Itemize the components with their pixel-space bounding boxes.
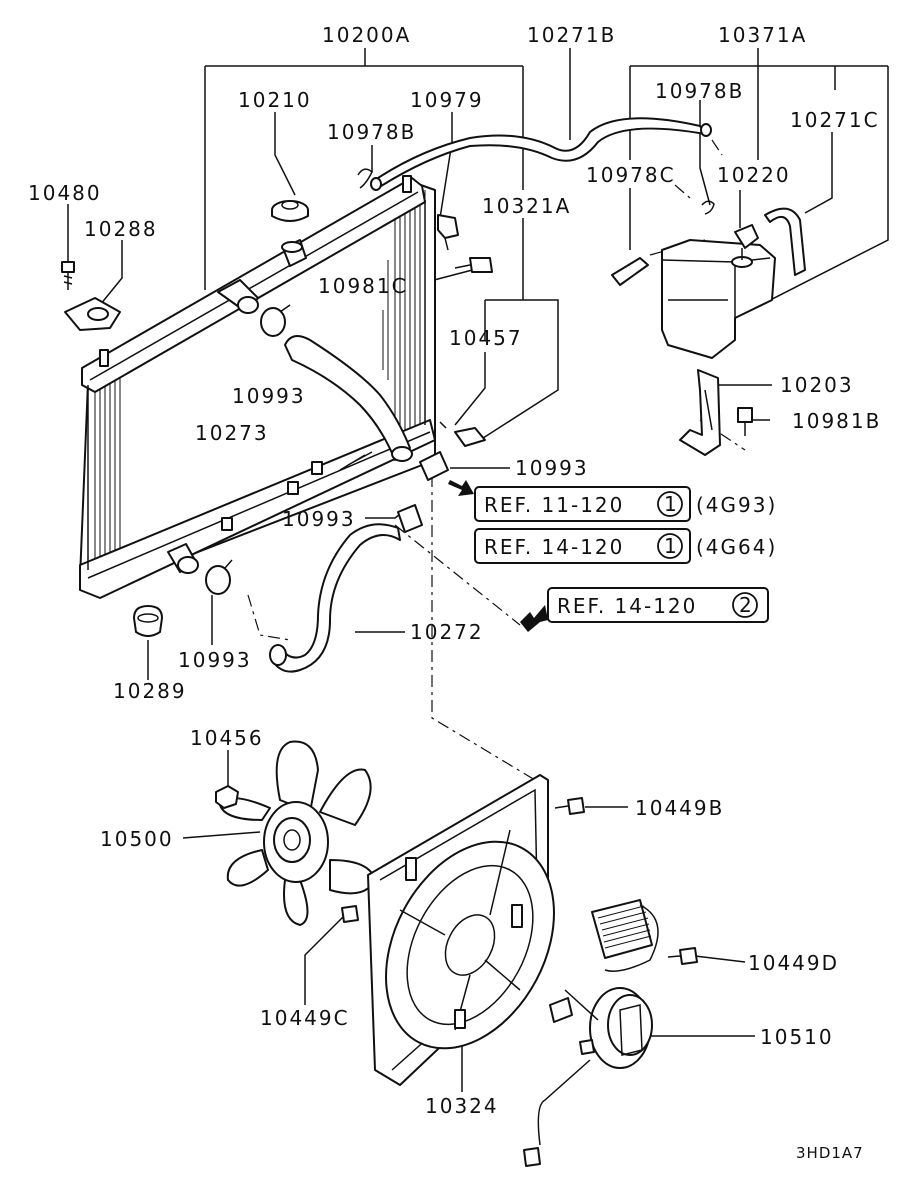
ref-circle-number: 2 — [739, 593, 754, 617]
label-10371A: 10371A — [718, 23, 807, 47]
reference-boxes: REF. 11-120 1 (4G93) REF. 14-120 1 (4G64… — [448, 480, 777, 632]
ref-box-14-120-1[interactable]: REF. 14-120 1 — [474, 528, 691, 564]
radiator — [79, 175, 436, 599]
label-10449B: 10449B — [635, 796, 724, 820]
ref-text: REF. 14-120 — [557, 594, 697, 618]
ref-box-14-120-2[interactable]: REF. 14-120 2 — [547, 587, 769, 623]
cooling-fan — [219, 740, 376, 926]
tank-hose — [764, 207, 806, 276]
lower-hose — [269, 523, 401, 673]
bolt-10480 — [61, 261, 75, 290]
label-10324: 10324 — [425, 1094, 499, 1118]
ref-arrow-1 — [448, 480, 474, 496]
label-10979: 10979 — [410, 88, 484, 112]
label-10978B-right: 10978B — [655, 79, 744, 103]
ref-text: REF. 11-120 — [484, 493, 624, 517]
bolt-10449C — [341, 905, 359, 923]
hose-clamp-mid — [419, 451, 449, 481]
label-10271B: 10271B — [527, 23, 616, 47]
label-10978C: 10978C — [586, 163, 676, 187]
fan-shroud — [367, 774, 555, 1086]
fan-nut — [215, 785, 239, 809]
label-10273: 10273 — [195, 421, 269, 445]
hose-clamp-upper — [260, 304, 291, 337]
drain-plug — [439, 421, 486, 447]
cushion — [133, 605, 163, 637]
ref-engine-4G93: (4G93) — [696, 493, 777, 517]
overflow-hose — [370, 117, 712, 191]
label-10272: 10272 — [410, 620, 484, 644]
label-10978B-left: 10978B — [327, 120, 416, 144]
ref-circle-number: 1 — [664, 534, 679, 558]
radiator-cap — [271, 200, 309, 222]
label-10480: 10480 — [28, 181, 102, 205]
label-10981C: 10981C — [318, 274, 408, 298]
label-10288: 10288 — [84, 217, 158, 241]
hose-clamp-10979 — [437, 214, 459, 251]
label-10203: 10203 — [780, 373, 854, 397]
label-10993-lower: 10993 — [282, 507, 356, 531]
label-10510: 10510 — [760, 1025, 834, 1049]
label-10993-upper: 10993 — [232, 384, 306, 408]
hose-clamp-lower — [397, 504, 423, 533]
hose-clip-left — [357, 168, 373, 189]
label-10993-radiator: 10993 — [178, 648, 252, 672]
label-10271C: 10271C — [790, 108, 880, 132]
label-10449C: 10449C — [260, 1006, 350, 1030]
ref-engine-4G64: (4G64) — [696, 535, 777, 559]
ref-box-11-120-1[interactable]: REF. 11-120 1 — [474, 486, 691, 522]
reserve-tank — [661, 224, 776, 359]
figure-code: 3HD1A7 — [796, 1144, 864, 1162]
label-10449D: 10449D — [748, 951, 839, 975]
label-10321A: 10321A — [482, 194, 571, 218]
mount-bushing — [64, 297, 121, 331]
ref-arrow-2 — [520, 605, 548, 632]
label-10289: 10289 — [113, 679, 187, 703]
label-10457: 10457 — [449, 326, 523, 350]
resistor-block — [591, 899, 659, 972]
label-10456: 10456 — [190, 726, 264, 750]
hose-clip-right — [701, 200, 715, 215]
bolt-10981C — [454, 257, 493, 273]
bolt-10449B — [554, 797, 585, 815]
label-10500: 10500 — [100, 827, 174, 851]
ref-circle-number: 1 — [664, 492, 679, 516]
upper-hose — [284, 335, 413, 462]
label-10981B: 10981B — [792, 409, 881, 433]
label-10993-mid: 10993 — [515, 456, 589, 480]
tank-clip — [611, 257, 649, 286]
bolt-10981B — [737, 407, 753, 436]
part-labels: 10200A 10210 10979 10978B 10271B 10371A … — [28, 23, 881, 1118]
fan-motor — [523, 987, 653, 1167]
hose-clamp-radiator — [205, 559, 233, 595]
label-10220: 10220 — [717, 163, 791, 187]
label-10200A: 10200A — [322, 23, 411, 47]
bolt-10449D — [667, 947, 698, 965]
label-10210: 10210 — [238, 88, 312, 112]
tank-bracket — [679, 369, 721, 456]
ref-text: REF. 14-120 — [484, 535, 624, 559]
